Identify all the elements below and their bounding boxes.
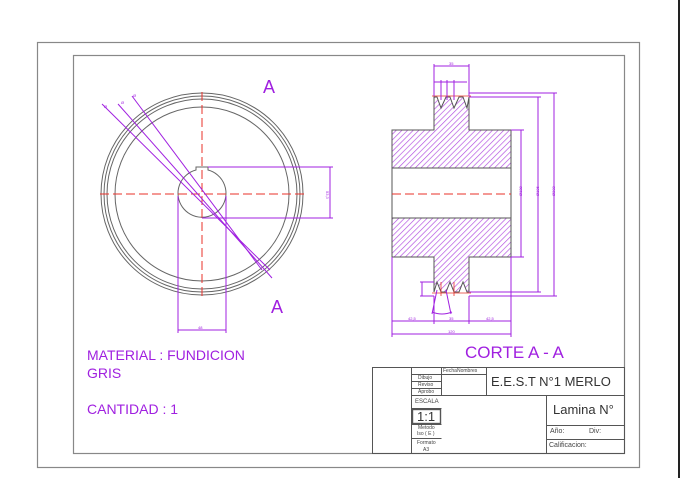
tb-div: Div: bbox=[589, 428, 602, 435]
quantity-note: CANTIDAD : 1 bbox=[87, 401, 179, 417]
svg-text:Ø: Ø bbox=[121, 100, 124, 105]
tb-escala-label: ESCALA bbox=[415, 399, 439, 405]
svg-text:Ø: Ø bbox=[104, 104, 107, 109]
tb-formato-value: A3 bbox=[423, 447, 430, 453]
svg-text:Ø128: Ø128 bbox=[518, 185, 523, 196]
svg-text:42,5: 42,5 bbox=[486, 316, 495, 321]
svg-text:Ø195: Ø195 bbox=[535, 185, 540, 196]
inner-border bbox=[72, 54, 626, 455]
section-view: 35 Ø128 Ø195 Ø202 bbox=[391, 61, 557, 337]
tb-lamina: Lamina N° bbox=[553, 402, 614, 417]
front-view: Ø Ø Ø 53,3 48 bbox=[100, 92, 333, 333]
svg-text:35: 35 bbox=[449, 61, 454, 66]
svg-text:Ø202: Ø202 bbox=[551, 185, 556, 196]
svg-text:35: 35 bbox=[449, 316, 454, 321]
material-note-cont: GRIS bbox=[87, 365, 122, 381]
tb-reviso: Reviso bbox=[418, 382, 434, 388]
tb-anio: Año: bbox=[550, 428, 565, 435]
tb-fecha-header: Fecha bbox=[443, 368, 457, 374]
tb-school-name: E.E.S.T N°1 MERLO bbox=[491, 374, 611, 389]
tb-dibujo: Dibujo bbox=[418, 375, 433, 381]
svg-text:53,3: 53,3 bbox=[325, 191, 330, 200]
svg-text:42,5: 42,5 bbox=[408, 316, 417, 321]
tb-nombres-header: Nombres bbox=[457, 368, 478, 374]
tb-formato-label: Formato bbox=[417, 440, 436, 446]
tb-aprobo: Aprobo bbox=[418, 389, 435, 395]
tb-metodo: Metodo bbox=[418, 425, 435, 431]
title-block-lines bbox=[372, 367, 625, 454]
section-mark-bottom: A bbox=[271, 297, 284, 317]
material-note: MATERIAL : FUNDICION bbox=[87, 347, 245, 363]
section-mark-top: A bbox=[263, 77, 276, 97]
svg-text:120: 120 bbox=[448, 329, 455, 334]
section-title: CORTE A - A bbox=[465, 343, 564, 362]
tb-metodo-iso: Iso ( E ) bbox=[417, 431, 435, 437]
tb-calificacion: Calificacion: bbox=[549, 442, 587, 449]
svg-text:48: 48 bbox=[198, 325, 203, 330]
tb-escala-value: 1:1 bbox=[417, 409, 436, 424]
outer-border bbox=[36, 41, 641, 469]
viewport-edge bbox=[678, 0, 680, 478]
svg-text:Ø: Ø bbox=[133, 93, 136, 98]
